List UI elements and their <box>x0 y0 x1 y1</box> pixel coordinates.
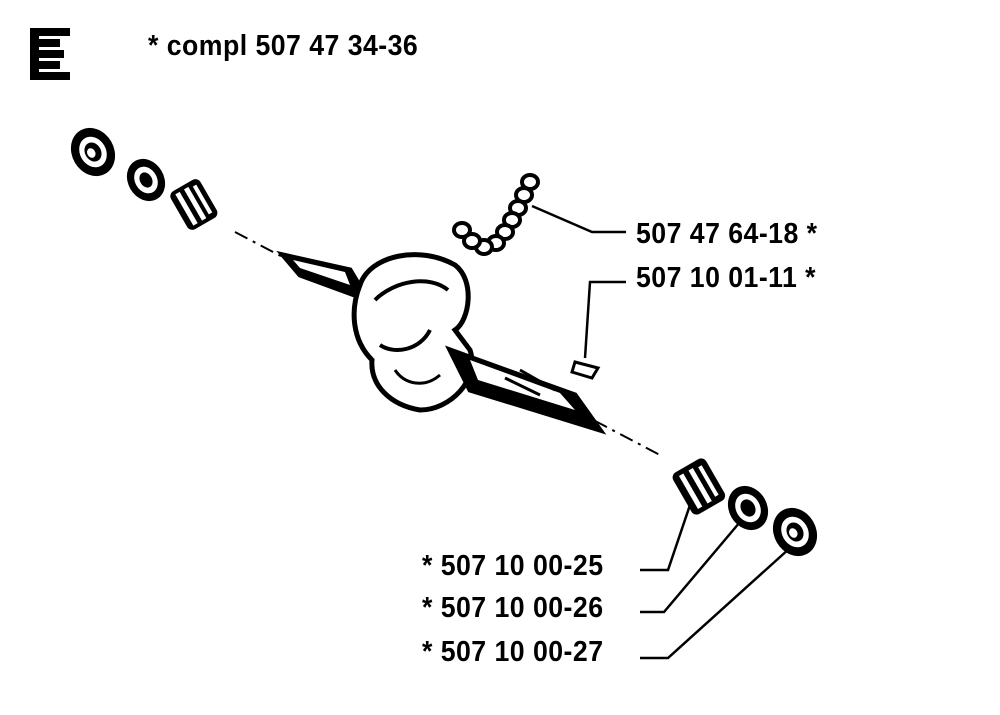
callout-bearing-25: * 507 10 00-25 <box>422 550 604 582</box>
assembly-label: * compl 507 47 34-36 <box>148 30 419 62</box>
callout-bearing-26: * 507 10 00-26 <box>422 592 604 624</box>
woodruff-key <box>570 360 601 380</box>
leader-bearing-25 <box>640 504 692 572</box>
needle-bearing-cage <box>452 173 540 256</box>
roller-bearing-right <box>672 458 726 515</box>
leader-bearing-27 <box>640 547 791 660</box>
leader-lines <box>531 204 791 660</box>
seal-ring-right <box>772 507 818 557</box>
leader-bearing-26 <box>640 521 741 614</box>
leader-needle-bearing <box>531 204 626 234</box>
roller-bearing-left <box>170 179 218 230</box>
washer-left <box>126 158 166 202</box>
callout-bearing-27: * 507 10 00-27 <box>422 636 604 668</box>
section-letter-e <box>30 28 70 80</box>
callout-key: 507 10 01-11 * <box>636 262 817 294</box>
crankshaft <box>276 250 607 435</box>
seal-ring-left <box>70 127 116 177</box>
washer-right <box>727 485 769 531</box>
leader-key <box>583 280 626 359</box>
callout-needle-bearing: 507 47 64-18 * <box>636 218 818 250</box>
